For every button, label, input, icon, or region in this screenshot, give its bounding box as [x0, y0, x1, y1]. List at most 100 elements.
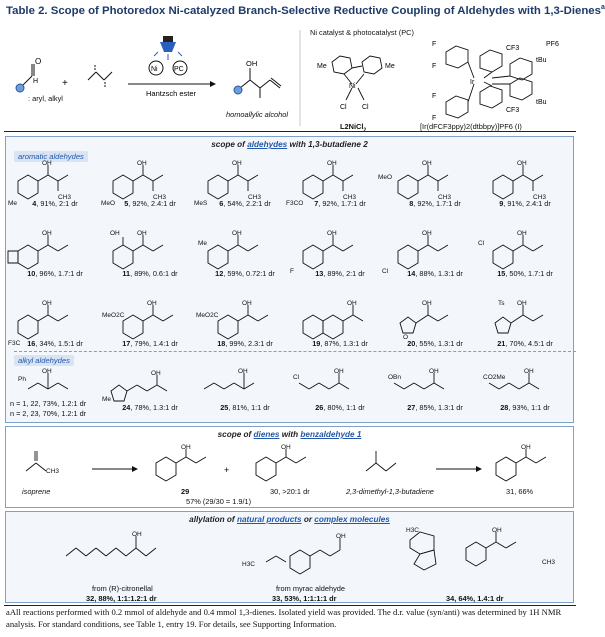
svg-text:OH: OH [232, 230, 242, 237]
footer-rule [4, 605, 576, 606]
svg-text:tBu: tBu [536, 99, 547, 106]
svg-text:OH: OH [147, 300, 157, 307]
alkyl-chip: alkyl aldehydes [14, 355, 74, 366]
svg-text:CH3: CH3 [533, 194, 546, 201]
svg-text:CF3: CF3 [506, 45, 519, 52]
compound-30-label: 30, >20:1 dr [270, 487, 310, 496]
svg-text:Me: Me [8, 200, 17, 207]
compound-27-caption: 27, 85%, 1.3:1 dr [407, 403, 463, 412]
svg-text:CH3: CH3 [542, 559, 555, 566]
svg-text:OH: OH [181, 444, 191, 451]
mol-4 [17, 165, 69, 200]
compound-19-caption: 19, 87%, 1.3:1 dr [312, 339, 368, 348]
svg-text:OH: OH [517, 230, 527, 237]
svg-text:F3C: F3C [8, 340, 21, 347]
oxygen-label: O [35, 57, 41, 66]
isoprene-label: isoprene [22, 487, 51, 496]
svg-text:Me: Me [102, 396, 111, 403]
mol-20 [399, 305, 449, 334]
svg-text:OH: OH [517, 300, 527, 307]
svg-text:CH3: CH3 [58, 194, 71, 201]
compound-26-caption: 26, 80%, 1:1 dr [315, 403, 365, 412]
plus-sign: + [62, 78, 68, 89]
compound-22-caption: n = 1, 22, 73%, 1.2:1 dr [10, 399, 87, 408]
svg-text:F: F [432, 93, 436, 100]
svg-text:Ph: Ph [18, 376, 26, 383]
svg-text:F3CO: F3CO [286, 200, 303, 207]
table-title-text: Table 2. Scope of Photoredox Ni-catalyze… [6, 4, 601, 17]
svg-text:OH: OH [238, 368, 248, 375]
compound-32-caption: 32, 88%, 1:1:1.2:1 dr [86, 594, 157, 603]
svg-text:F: F [432, 115, 436, 122]
svg-text:Me: Me [198, 240, 207, 247]
compound-10-caption: 10, 96%, 1.7:1 dr [27, 269, 83, 278]
svg-text:OH: OH [110, 230, 120, 237]
compound-25-caption: 25, 81%, 1:1 dr [220, 403, 270, 412]
svg-text:Cl: Cl [478, 240, 485, 247]
svg-text:Cl: Cl [382, 268, 389, 275]
svg-text:H3C: H3C [242, 561, 255, 568]
mol-6 [207, 165, 259, 200]
compound-15-caption: 15, 50%, 1.7:1 dr [497, 269, 553, 278]
compound-9-caption: 9, 91%, 2.4:1 dr [499, 199, 551, 208]
svg-text:OH: OH [42, 300, 52, 307]
svg-text:OH: OH [429, 368, 439, 375]
svg-text:OH: OH [524, 368, 534, 375]
svg-text:OH: OH [42, 230, 52, 237]
compound-34-caption: 34, 64%, 1.4:1 dr [446, 594, 504, 603]
aromatic-chip: aromatic aldehydes [14, 151, 88, 162]
section-title-dienes: scope of dienes with benzaldehyde 1 [217, 430, 362, 439]
dmb-label: 2,3-dimethyl-1,3-butadiene [346, 487, 434, 496]
svg-text:Ts: Ts [498, 300, 505, 307]
ni-catalyst-name: L2NiCl2 [340, 122, 367, 134]
compound-24-caption: 24, 78%, 1.3:1 dr [122, 403, 178, 412]
svg-text:O: O [403, 334, 408, 341]
mol-14 [397, 235, 449, 270]
diene-scope-box: scope of dienes with benzaldehyde 1 + CH… [5, 426, 574, 508]
mol-18 [217, 305, 269, 340]
svg-text:CH3: CH3 [343, 194, 356, 201]
compound-29-label: 29 [181, 487, 190, 496]
svg-text:OH: OH [492, 527, 502, 534]
svg-text:OH: OH [246, 59, 257, 68]
svg-text:OH: OH [334, 368, 344, 375]
arrow-head-icon [210, 81, 216, 87]
svg-text:CF3: CF3 [506, 107, 519, 114]
svg-text:OH: OH [422, 160, 432, 167]
svg-text:Ni: Ni [349, 83, 356, 90]
diene-structure [87, 64, 113, 88]
svg-text:OH: OH [132, 531, 142, 538]
title-footnote-mark: a [600, 4, 605, 11]
mol-21 [494, 305, 544, 334]
svg-text:Me: Me [317, 63, 327, 70]
table-footnote: aAll reactions performed with 0.2 mmol o… [6, 607, 562, 629]
pc-cycle-label: PC [174, 66, 184, 73]
mol-27 [393, 373, 445, 390]
svg-text:OH: OH [151, 370, 161, 377]
svg-text:F: F [432, 63, 436, 70]
conditions-text: Hantzsch ester [146, 89, 197, 98]
ir-catalyst-name: [Ir(dFCF3ppy)2(dtbbpy)]PF6 (I) [420, 122, 522, 131]
substituent-legend: : aryl, alkyl [28, 94, 63, 103]
mol-5 [112, 165, 164, 200]
svg-text:OH: OH [517, 160, 527, 167]
compound-23-caption: n = 2, 23, 70%, 1.2:1 dr [10, 409, 87, 418]
svg-text:OBn: OBn [388, 374, 401, 381]
source-myrac: from myrac aldehyde [276, 584, 346, 593]
section-title-aldehydes: scope of aldehydes with 1,3-butadiene 2 [211, 140, 368, 149]
svg-text:CH3: CH3 [438, 194, 451, 201]
svg-text:OH: OH [232, 160, 242, 167]
mol-8 [397, 165, 449, 200]
svg-text:Ir: Ir [470, 79, 475, 86]
product-class-label: homoallylic alcohol [226, 110, 289, 119]
svg-text:MeO: MeO [378, 174, 392, 181]
compound-12-caption: 12, 59%, 0.72:1 dr [215, 269, 275, 278]
regioselectivity-ratio: 57% (29/30 = 1.9/1) [186, 497, 252, 506]
natural-products-box: allylation of natural products or comple… [5, 511, 574, 603]
svg-text:CO2Me: CO2Me [483, 374, 506, 381]
mol-9 [492, 165, 544, 200]
ni-cycle-icon [148, 60, 164, 76]
svg-text:OH: OH [521, 444, 531, 451]
compound-4-caption: 4, 91%, 2:1 dr [32, 199, 78, 208]
pc-cycle-icon [172, 60, 188, 76]
